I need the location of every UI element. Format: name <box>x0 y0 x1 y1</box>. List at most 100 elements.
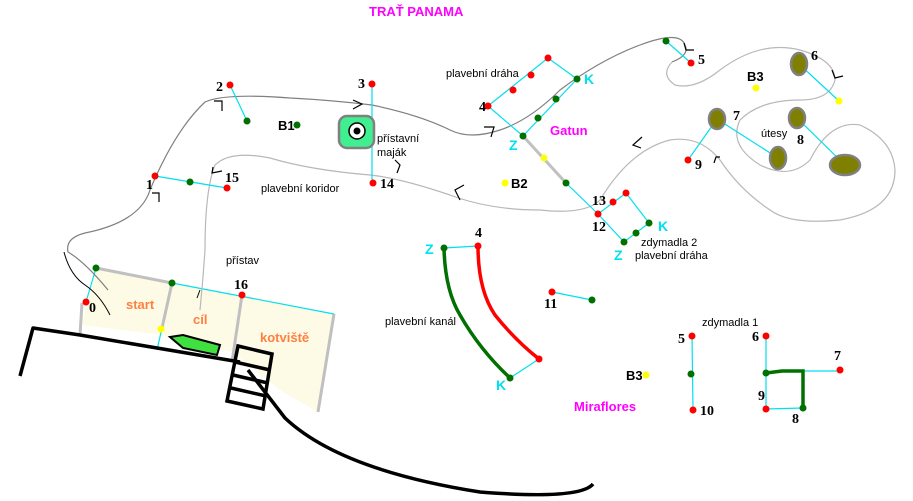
mark-9: 9 <box>695 158 702 173</box>
arrow-icon <box>713 156 720 164</box>
buoy-red <box>687 59 695 67</box>
buoy-red <box>368 80 376 88</box>
rock-icon <box>707 107 727 131</box>
buoy-green <box>632 229 640 237</box>
course-track-return <box>199 46 896 311</box>
buoy-yellow <box>835 97 843 105</box>
buoy-red <box>594 210 602 218</box>
pier-ladder-icon <box>224 343 274 412</box>
mark-14: 14 <box>380 177 394 192</box>
lock2-label-1: zdymadla 2 <box>641 237 697 249</box>
arrow-icon <box>831 69 844 79</box>
arrow-icon <box>394 159 401 174</box>
lock1-mark-7: 7 <box>834 349 841 364</box>
lock1-label: zdymadla 1 <box>702 317 758 329</box>
canal-red-bank <box>476 245 541 361</box>
buoy-yellow <box>157 325 165 333</box>
boat-icon <box>167 333 222 357</box>
buoy-green <box>243 117 251 125</box>
buoys <box>82 37 844 414</box>
buoy-green <box>92 264 100 272</box>
buoy-b3-label: B3 <box>747 69 764 84</box>
reefs-label: útesy <box>761 128 788 140</box>
buoy-green <box>293 121 301 129</box>
buoy-red <box>535 355 543 363</box>
buoy-b2-label: B2 <box>511 176 528 191</box>
arrow-icon <box>454 184 465 201</box>
start-track <box>63 251 111 316</box>
buoy-red <box>548 288 556 296</box>
arrow-icon <box>683 42 694 51</box>
lock1-mark-5: 5 <box>678 332 685 347</box>
mark-6: 6 <box>811 49 818 64</box>
buoy-green <box>440 244 448 252</box>
harbor-area <box>78 266 336 413</box>
buoy-green <box>687 370 695 378</box>
buoy-green <box>534 114 542 122</box>
mark-4: 4 <box>479 100 486 115</box>
mark-11: 11 <box>544 297 557 312</box>
buoy-green <box>506 374 514 382</box>
lock1-mark-8: 8 <box>792 412 799 427</box>
buoy-green <box>588 296 596 304</box>
harbor-label: přístav <box>226 255 260 267</box>
lock1-mark-6: 6 <box>752 330 759 345</box>
harbor-edge <box>78 302 84 336</box>
zone-start <box>82 268 172 335</box>
lock2-k-label: K <box>658 218 668 234</box>
arrow-icon <box>214 100 223 111</box>
buoy-red <box>836 366 844 374</box>
buoy-red <box>762 332 770 340</box>
buoy-yellow <box>752 84 760 92</box>
buoy-green <box>552 95 560 103</box>
gatun-k-label: K <box>584 71 594 87</box>
lock1-mark-10: 10 <box>700 404 714 419</box>
buoy-red <box>484 102 492 110</box>
zone-start-label: start <box>126 297 155 312</box>
rock-icon <box>768 145 788 171</box>
fairway-label-top: plavební dráha <box>446 68 520 80</box>
buoy-green <box>573 75 581 83</box>
buoy-red <box>474 242 482 250</box>
buoy-red <box>82 298 90 306</box>
rock-icon <box>828 153 862 177</box>
lighthouse-icon <box>337 114 376 150</box>
rock-icon <box>787 106 807 130</box>
shoreline-bottom <box>246 368 595 497</box>
buoy-red <box>223 184 231 192</box>
gatun-label: Gatun <box>550 123 588 138</box>
lock1-green-wall <box>765 369 805 408</box>
gatun-z-label: Z <box>509 137 518 153</box>
mark-16: 16 <box>234 278 248 293</box>
harbor-gate-line <box>171 282 335 315</box>
buoy-yellow <box>642 371 650 379</box>
harbor-edge <box>160 282 174 329</box>
buoy-red <box>544 54 552 62</box>
lock2-label-2: plavební dráha <box>635 250 709 262</box>
mark-7: 7 <box>733 109 740 124</box>
arrow-icon <box>211 166 223 174</box>
mark-3: 3 <box>358 77 365 92</box>
canal-green-bank <box>442 247 512 380</box>
mark-0: 0 <box>89 301 96 316</box>
buoy-red <box>684 156 692 164</box>
lighthouse-label-2: maják <box>377 147 407 159</box>
buoy-red <box>509 86 517 94</box>
buoy-red <box>369 179 377 187</box>
arrow-icon <box>152 192 160 202</box>
harbor-edge <box>316 313 336 413</box>
mark-13: 13 <box>592 194 606 209</box>
buoy-red <box>238 291 246 299</box>
buoy-b3-lock-label: B3 <box>626 368 643 383</box>
buoy-green <box>519 132 527 140</box>
buoy-b1-label: B1 <box>278 118 295 133</box>
buoy-green <box>799 404 807 412</box>
buoy-yellow <box>540 154 548 162</box>
arrow-icon <box>484 126 495 138</box>
buoy-red <box>689 406 697 414</box>
direction-arrows <box>152 42 844 202</box>
mark-5: 5 <box>698 53 705 68</box>
buoy-green <box>645 219 653 227</box>
reef-rocks <box>707 51 862 177</box>
